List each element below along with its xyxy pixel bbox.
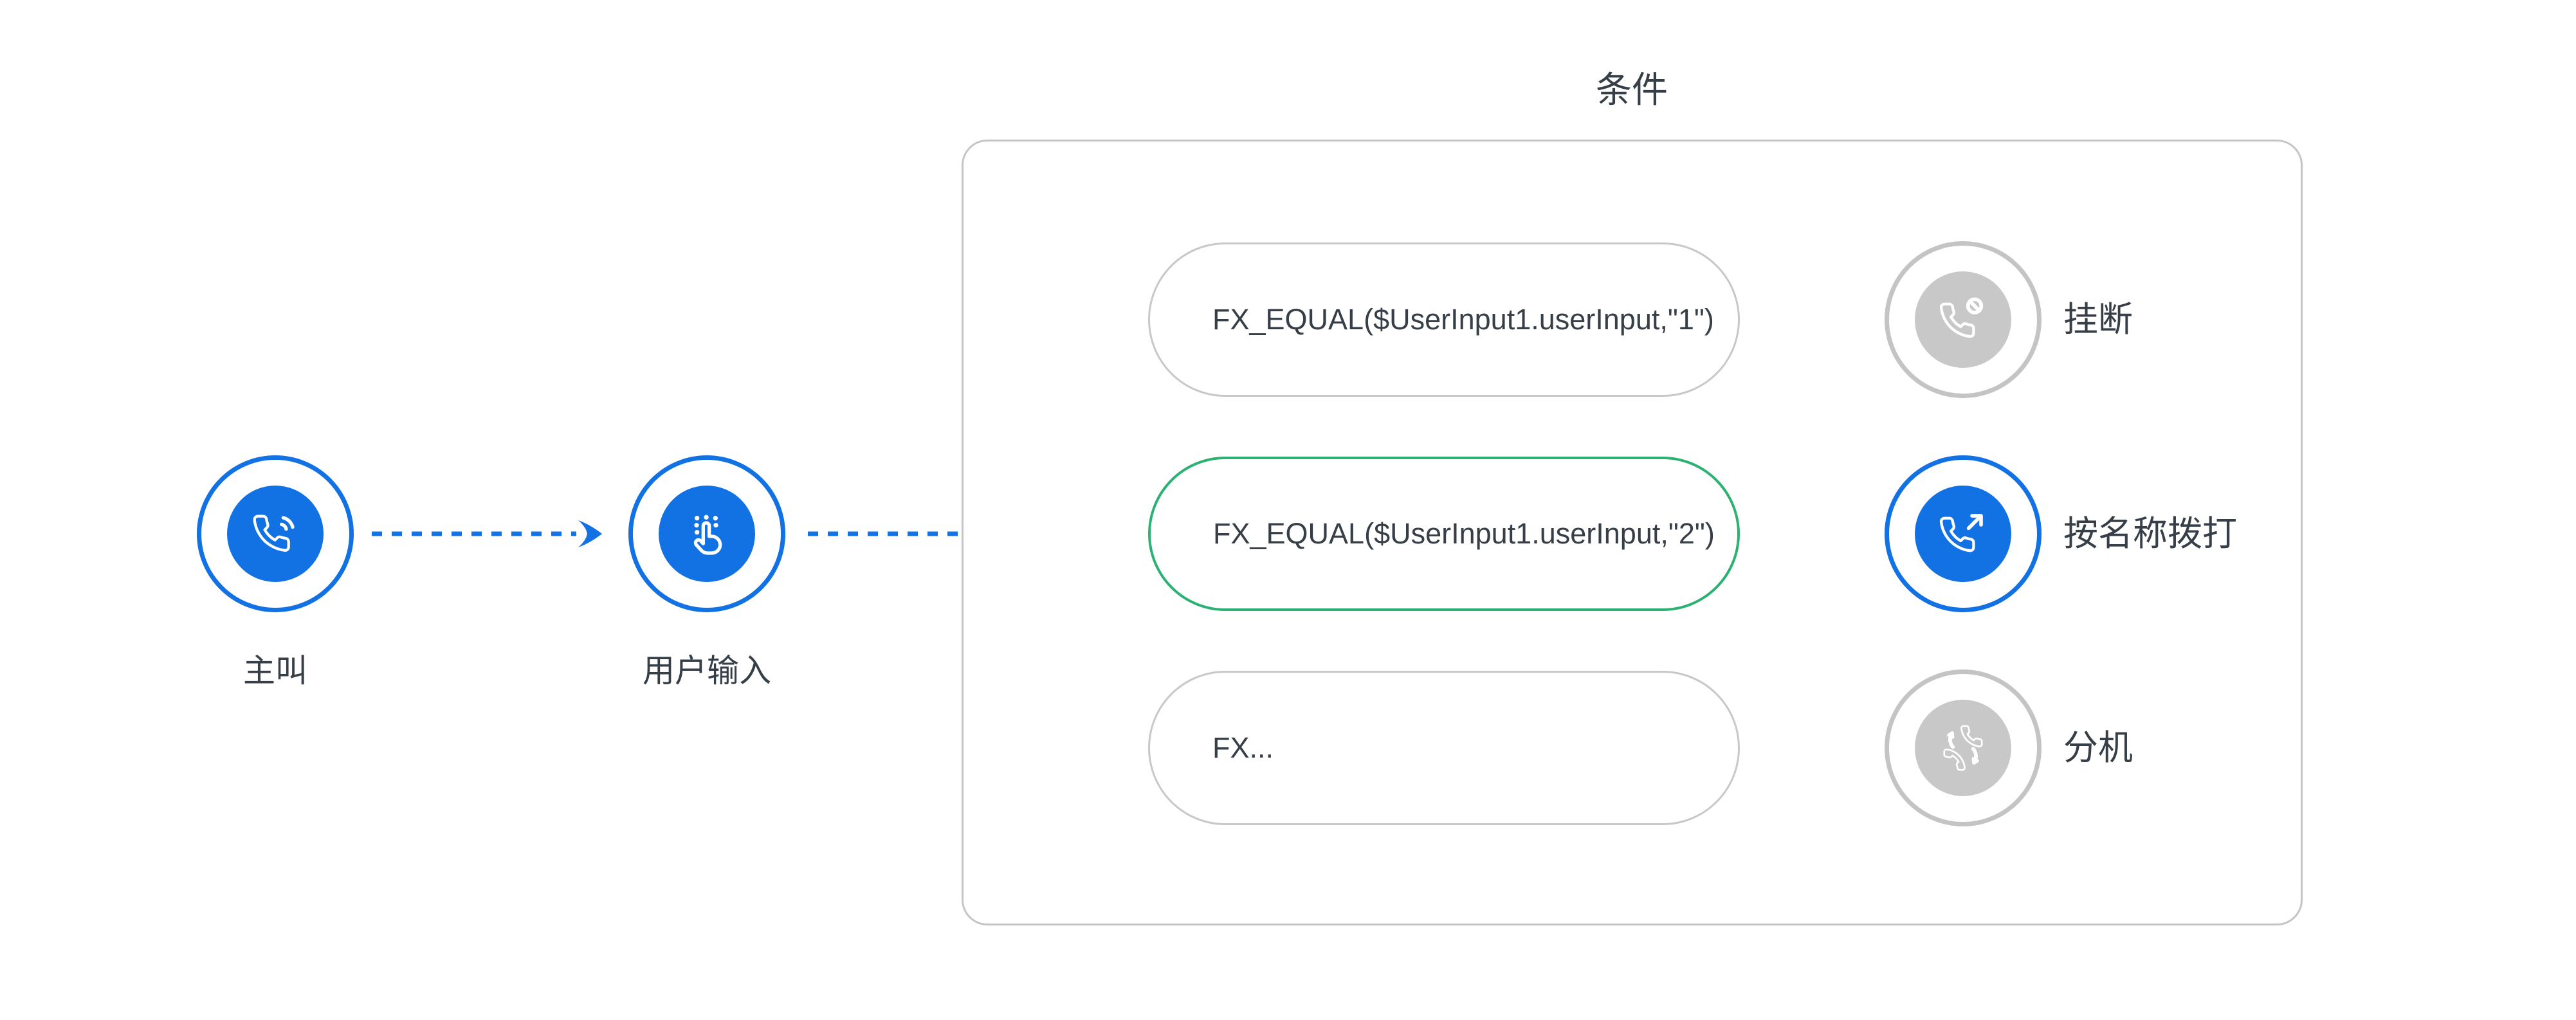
keypad-touch-icon: [693, 515, 722, 555]
node-hangup-label: 挂断: [2063, 300, 2133, 339]
node-hangup-core: [1915, 271, 2011, 368]
phone-transfer-icon: [1943, 725, 1983, 771]
node-dial-by-name[interactable]: [1885, 455, 2042, 612]
phone-hangup-icon: [1939, 297, 1984, 338]
node-hangup[interactable]: [1885, 241, 2042, 398]
phone-call-icon: [253, 515, 295, 552]
condition-branch-2[interactable]: FX_EQUAL($UserInput1.userInput,"2"): [1148, 457, 1740, 611]
node-extension-label: 分机: [2063, 729, 2133, 767]
node-extension[interactable]: [1885, 669, 2042, 826]
node-caller[interactable]: [197, 455, 354, 612]
condition-branch-1[interactable]: FX_EQUAL($UserInput1.userInput,"1"): [1148, 242, 1740, 397]
edge-userinput-to-condition: [808, 520, 1120, 547]
condition-group-title: 条件: [1596, 69, 1668, 110]
node-user-input-label: 用户输入: [643, 653, 771, 689]
edge-caller-to-userinput: [372, 520, 602, 547]
condition-expression-3: FX...: [1212, 731, 1274, 764]
node-user-input-core: [659, 486, 755, 582]
node-caller-label: 主叫: [243, 653, 307, 689]
node-dial-by-name-core: [1915, 486, 2011, 582]
condition-expression-1: FX_EQUAL($UserInput1.userInput,"1"): [1212, 303, 1714, 336]
condition-expression-2: FX_EQUAL($UserInput1.userInput,"2"): [1213, 517, 1715, 550]
node-extension-core: [1915, 700, 2011, 796]
node-user-input[interactable]: [628, 455, 785, 612]
node-dial-by-name-label: 按名称拨打: [2063, 515, 2237, 553]
node-caller-core: [227, 486, 324, 582]
condition-branch-3[interactable]: FX...: [1148, 671, 1740, 825]
phone-outgoing-icon: [1939, 514, 1983, 552]
